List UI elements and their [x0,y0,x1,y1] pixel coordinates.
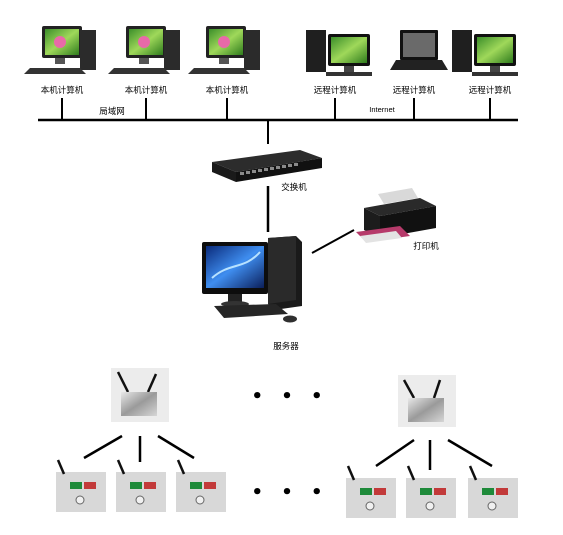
wireless-gateway-left [111,368,169,422]
server-label: 服务器 [273,341,299,352]
lan-label: 局域网 [99,106,125,117]
lan-computer-label-1: 本机计算机 [41,85,84,96]
lan-computer-1 [24,26,96,74]
remote-computer-label-2: 远程计算机 [393,85,436,96]
lan-computer-2 [108,26,180,74]
sensor-node-3 [176,459,226,512]
remote-computer-label-1: 远程计算机 [314,85,357,96]
lan-computer-label-3: 本机计算机 [206,85,249,96]
sensor-node-2 [116,459,166,512]
sensor-node-1 [56,459,106,512]
wireless-gateway-right [398,375,456,427]
lan-computer-label-2: 本机计算机 [125,85,168,96]
remote-computer-label-3: 远程计算机 [469,85,512,96]
lan-computer-3 [188,26,260,74]
internet-label: Internet [369,105,395,114]
sensor-node-5 [406,465,456,518]
switch-icon [212,150,322,182]
sensor-node-6 [468,465,518,518]
gateway-node-lines [83,434,493,470]
sensor-node-4 [346,465,396,518]
printer-to-server-line [311,229,355,254]
switch-label: 交换机 [281,182,307,193]
drop-lines [61,98,491,120]
remote-computer-3 [452,30,518,76]
printer-icon [356,188,436,243]
server-icon [202,236,302,323]
remote-computer-1 [306,30,372,76]
remote-computer-2 [390,30,448,70]
ellipsis-nodes: • • • [251,482,328,503]
ellipsis-gateways: • • • [251,386,328,407]
printer-label: 打印机 [413,241,439,252]
